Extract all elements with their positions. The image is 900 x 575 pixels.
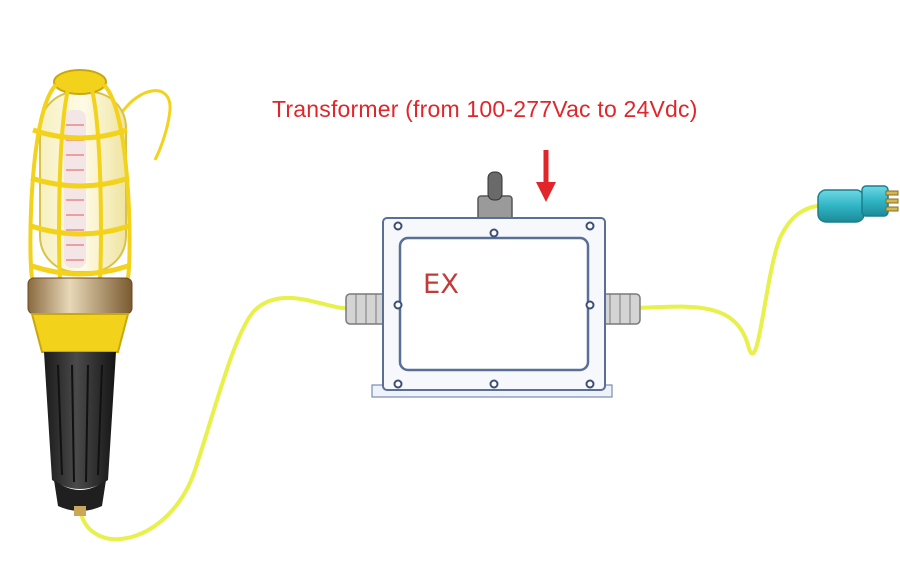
- box-marking-text: EX: [423, 269, 459, 300]
- toggle-switch-icon: [477, 171, 513, 223]
- left-cable-gland: [345, 293, 387, 325]
- transformer-caption: Transformer (from 100-277Vac to 24Vdc): [272, 96, 698, 122]
- down-arrow-icon: [536, 150, 556, 202]
- work-lamp-icon: [27, 69, 172, 516]
- plug-icon: [817, 185, 899, 223]
- junction-box-icon: [371, 217, 613, 398]
- right-cable-gland: [599, 293, 641, 325]
- cable-lamp-to-box: [78, 296, 354, 542]
- cable-box-to-plug: [633, 203, 827, 356]
